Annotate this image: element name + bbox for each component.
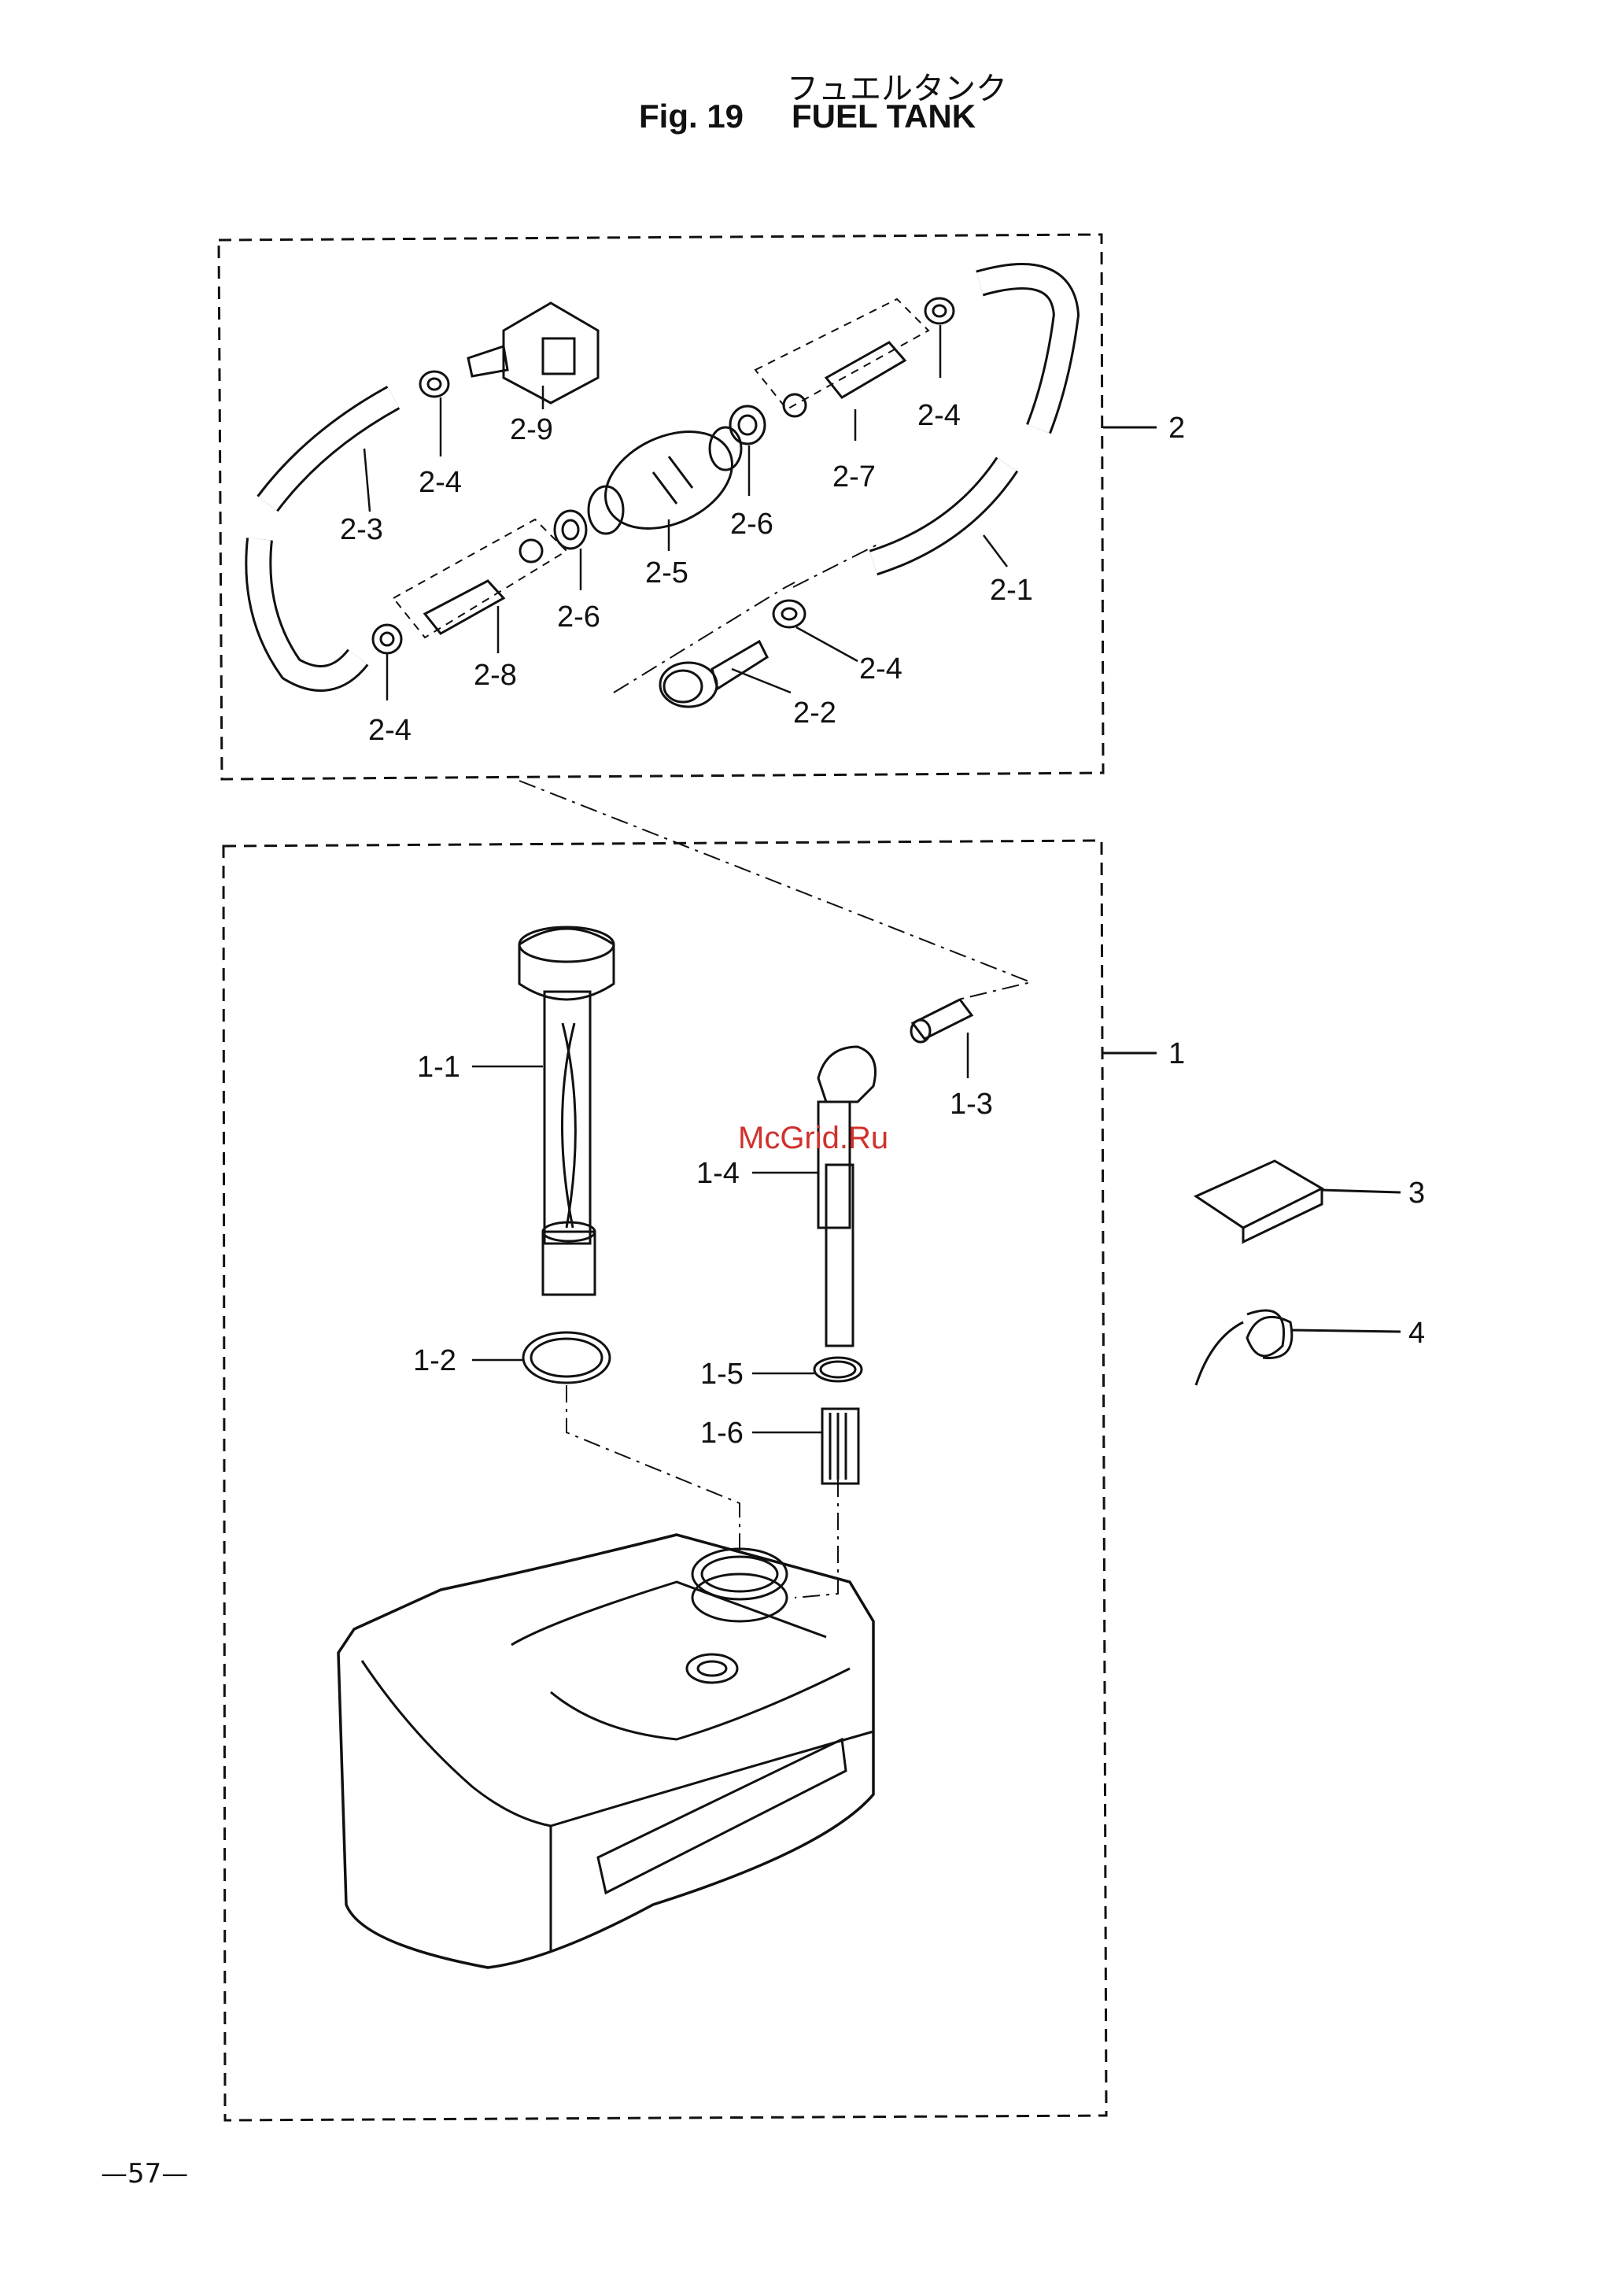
sleeve-2-6-b-hole — [739, 416, 756, 434]
callout-4: 4 — [1408, 1317, 1425, 1350]
sleeve-2-6-a — [555, 511, 586, 549]
tank-port — [687, 1654, 737, 1683]
callout-1-4: 1-4 — [696, 1157, 740, 1190]
callout-2: 2 — [1168, 412, 1185, 445]
ring-2-4-c — [925, 298, 954, 323]
hose-2-1-lower-in — [873, 464, 1007, 563]
ring-2-4-d-hole — [782, 608, 796, 619]
bracket-2-7 — [755, 299, 928, 409]
ring-2-4-c-hole — [933, 305, 946, 316]
ring-2-4-b — [373, 625, 401, 653]
connector-2-2-body — [660, 663, 717, 707]
callout-1-3: 1-3 — [950, 1088, 993, 1121]
connector-2-9-nipple — [468, 346, 507, 376]
fuel-tank — [338, 1535, 873, 1968]
connector-2-9-face — [543, 338, 574, 374]
link-line-hose-top — [793, 545, 877, 587]
sleeve-2-6-a-hole — [563, 520, 578, 539]
watermark-text: McGrid.Ru — [738, 1121, 888, 1156]
connector-2-2-stem — [712, 641, 767, 689]
primer-bulb-2-5-right — [710, 427, 741, 470]
callout-1-6: 1-6 — [700, 1417, 744, 1450]
spring-4 — [1196, 1310, 1292, 1385]
connector-2-2-face — [664, 671, 702, 702]
callout-2-4-middle: 2-4 — [859, 652, 902, 686]
callout-2-3: 2-3 — [340, 513, 383, 546]
bracket-2-8 — [393, 519, 567, 638]
ring-2-4-a — [420, 371, 448, 397]
link-line-2-to-1 — [519, 781, 1031, 1000]
ring-2-4-d — [773, 601, 805, 627]
hose-2-3-lower-in — [258, 539, 358, 678]
link-line-filler — [567, 1385, 740, 1550]
filter-1-6 — [822, 1409, 858, 1484]
gauge-cap-1-1 — [519, 929, 614, 1000]
callout-2-6-right: 2-6 — [730, 508, 773, 541]
callout-2-2: 2-2 — [793, 697, 836, 730]
clip-3 — [1196, 1161, 1322, 1228]
hose-2-1-upper-in — [980, 276, 1066, 429]
sleeve-2-6-b — [730, 406, 765, 444]
link-line-hose — [614, 582, 795, 693]
callout-2-8: 2-8 — [474, 659, 517, 692]
callout-1: 1 — [1168, 1037, 1185, 1070]
callout-2-9: 2-9 — [510, 413, 553, 446]
callout-2-1: 2-1 — [990, 574, 1033, 607]
oring-1-2 — [523, 1332, 610, 1383]
gauge-cap-top-1-1 — [519, 927, 614, 962]
ring-2-4-a-hole — [428, 379, 441, 390]
elbow-1-4 — [818, 1047, 876, 1102]
link-line-pickup — [795, 1480, 838, 1598]
callout-2-7: 2-7 — [832, 460, 876, 493]
group-1-boundary — [223, 841, 1106, 2120]
callout-1-1: 1-1 — [417, 1051, 460, 1084]
page-number: —57— — [101, 2158, 188, 2190]
connector-2-9 — [504, 303, 598, 403]
gauge-tube-1-1 — [544, 992, 590, 1244]
callout-1-2: 1-2 — [413, 1344, 456, 1377]
hose-2-3-upper-in — [268, 397, 393, 504]
callout-2-4-bottom: 2-4 — [368, 714, 412, 747]
callout-2-6-left: 2-6 — [557, 601, 600, 634]
callout-2-5: 2-5 — [645, 556, 688, 589]
valve-2-8 — [425, 581, 504, 634]
callout-1-5: 1-5 — [700, 1358, 744, 1391]
callout-2-4-left: 2-4 — [419, 466, 462, 499]
valve-2-8-seat — [520, 540, 542, 562]
callout-3: 3 — [1408, 1177, 1425, 1210]
ring-2-4-b-hole — [381, 633, 393, 645]
callout-2-4-top-right: 2-4 — [917, 399, 961, 432]
